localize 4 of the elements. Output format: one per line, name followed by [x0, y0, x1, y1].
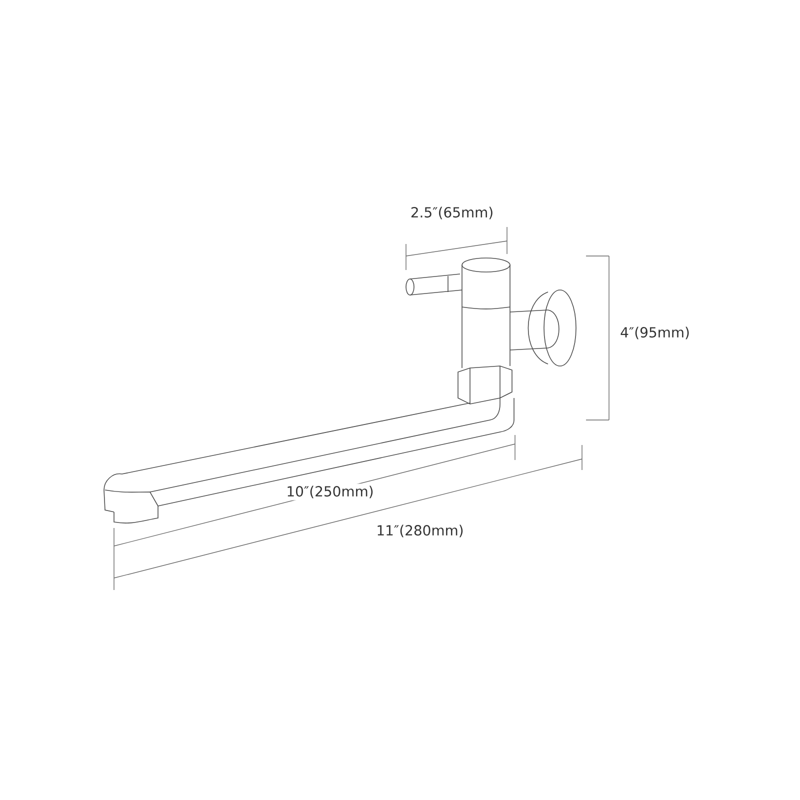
- dimension-label: 4″(95mm): [618, 324, 692, 342]
- dimension-label: 2.5″(65mm): [408, 204, 496, 222]
- dimension-label: 10″(250mm): [284, 484, 376, 500]
- dimension-label: 11″(280mm): [374, 522, 466, 540]
